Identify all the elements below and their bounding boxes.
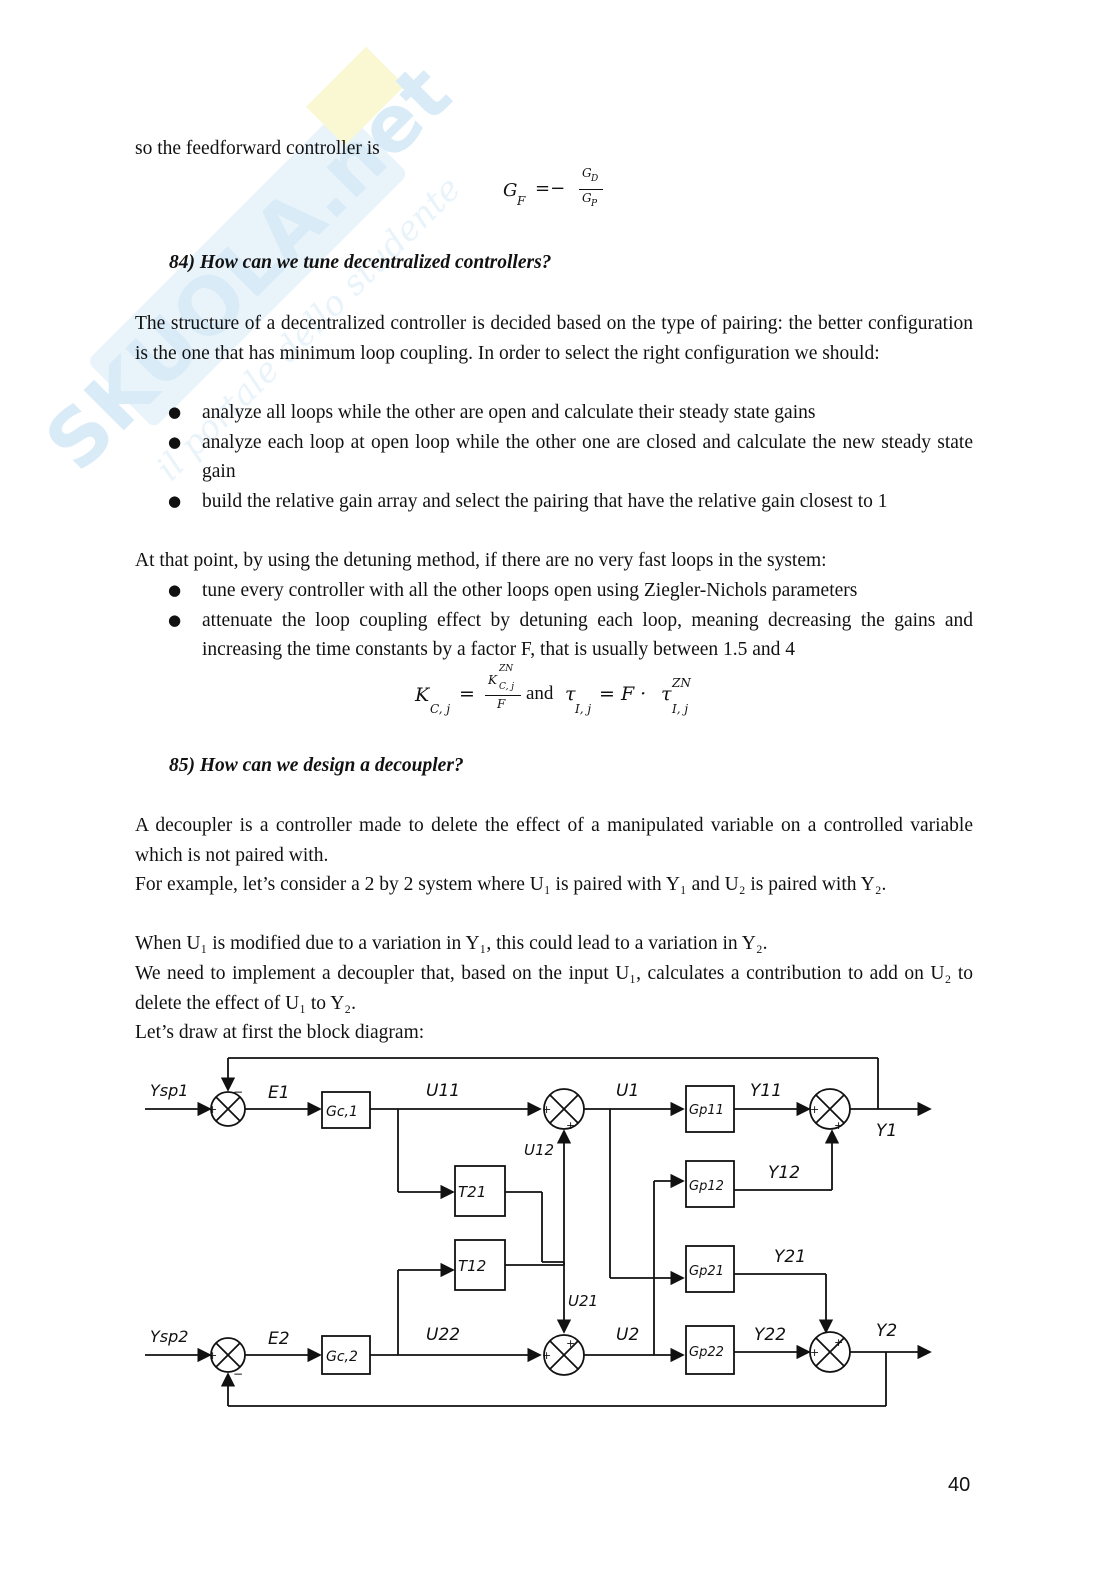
detuning-eq2: = F · xyxy=(599,683,647,705)
detuning-tau-sub: I, j xyxy=(575,702,592,716)
sign-minus: − xyxy=(233,1085,243,1099)
label-y1: Y1 xyxy=(876,1121,897,1141)
detuning-and: and xyxy=(526,683,554,704)
sign-plus: + xyxy=(542,1103,551,1116)
label-y12: Y12 xyxy=(768,1163,800,1183)
decoupler-block-diagram: Ysp1 Ysp2 E1 E2 Gc,1 Gc,2 T21 T12 Gp11 G… xyxy=(145,1057,932,1407)
label-u12: U12 xyxy=(524,1141,554,1159)
detuning-num: K xyxy=(488,673,497,687)
sign-plus: + xyxy=(208,1103,217,1116)
list-item: ●tune every controller with all the othe… xyxy=(168,580,858,601)
label-u1: U1 xyxy=(616,1081,639,1101)
q85-line-1: A decoupler is a controller made to dele… xyxy=(135,815,973,866)
formula-gf-den: G xyxy=(582,191,592,205)
list-item: ●build the relative gain array and selec… xyxy=(168,491,888,513)
list-item-text: analyze all loops while the other are op… xyxy=(202,402,816,423)
sign-plus: + xyxy=(542,1349,551,1362)
sign-minus: − xyxy=(233,1367,243,1381)
sign-plus: + xyxy=(566,1337,575,1350)
q84-bullet-list-1: ●analyze all loops while the other are o… xyxy=(135,398,973,517)
detuning-num-sup: ZN xyxy=(499,664,514,674)
label-u21: U21 xyxy=(568,1292,598,1310)
detuning-tau2-sup: ZN xyxy=(672,676,691,690)
label-u22: U22 xyxy=(426,1325,460,1345)
gc1-block xyxy=(321,1091,371,1129)
label-gc2: Gc,2 xyxy=(326,1349,358,1365)
label-y2: Y2 xyxy=(876,1321,897,1341)
q84-paragraph-1: The structure of a decentralized control… xyxy=(135,313,973,364)
list-item: ●analyze all loops while the other are o… xyxy=(168,402,816,423)
label-gp12: Gp12 xyxy=(689,1179,724,1194)
label-u11: U11 xyxy=(426,1081,460,1101)
label-u2: U2 xyxy=(616,1325,639,1345)
sign-plus: + xyxy=(208,1349,217,1362)
detuning-den: F xyxy=(497,697,506,711)
formula-gf-num: G xyxy=(582,166,592,180)
q85-line-2: For example, let’s consider a 2 by 2 sys… xyxy=(135,874,887,895)
label-t21: T21 xyxy=(458,1183,486,1201)
formula-gf-eq: =− xyxy=(535,178,566,199)
list-item: ●analyze each loop at open loop while th… xyxy=(168,431,973,483)
list-item-text: attenuate the loop coupling effect by de… xyxy=(202,609,973,661)
formula-gf-den-sub: P xyxy=(591,199,598,209)
sign-plus: + xyxy=(810,1103,819,1116)
formula-gf-lhs-sub: F xyxy=(517,194,526,208)
q85-line-3: When U₁ is modified due to a variation i… xyxy=(135,933,768,954)
detuning-tau: τ xyxy=(565,683,576,705)
label-y21: Y21 xyxy=(774,1247,806,1267)
label-ysp2: Ysp2 xyxy=(150,1327,188,1346)
q85-line-4: We need to implement a decoupler that, b… xyxy=(135,963,973,1014)
formula-gf-lhs: G xyxy=(503,180,518,201)
label-t12: T12 xyxy=(458,1257,486,1275)
label-y11: Y11 xyxy=(750,1081,782,1101)
sign-plus: + xyxy=(834,1119,843,1132)
sign-plus: + xyxy=(834,1336,843,1349)
list-item-text: build the relative gain array and select… xyxy=(202,491,888,513)
list-item-text: tune every controller with all the other… xyxy=(202,580,858,601)
label-e2: E2 xyxy=(268,1329,290,1349)
page-number: 40 xyxy=(948,1474,971,1496)
gp21-block xyxy=(685,1245,735,1293)
q84-bullet-list-2: ●tune every controller with all the othe… xyxy=(135,576,973,665)
sign-plus: + xyxy=(810,1346,819,1359)
list-item-text: analyze each loop at open loop while the… xyxy=(202,431,973,483)
list-item: ●attenuate the loop coupling effect by d… xyxy=(168,609,973,661)
detuning-k: K xyxy=(415,684,430,706)
detuning-num-sub: C, j xyxy=(499,682,515,692)
label-gc1: Gc,1 xyxy=(326,1104,358,1120)
label-e1: E1 xyxy=(268,1083,290,1103)
label-y22: Y22 xyxy=(754,1325,786,1345)
gp12-block xyxy=(685,1160,735,1208)
question-84-heading: 84) How can we tune decentralized contro… xyxy=(169,252,552,273)
detuning-tau2-sub: I, j xyxy=(672,702,689,716)
detuning-tau-2: τ xyxy=(661,683,672,705)
q84-paragraph-2: At that point, by using the detuning met… xyxy=(135,550,827,571)
detuning-formula: K C, j = K ZN C, j F and τ I, j = F · τ … xyxy=(415,664,691,716)
label-gp21: Gp21 xyxy=(689,1264,724,1279)
label-gp11: Gp11 xyxy=(689,1103,724,1118)
feedforward-formula: G F =− G D G P xyxy=(503,166,613,216)
sign-plus: + xyxy=(566,1119,575,1132)
label-gp22: Gp22 xyxy=(689,1345,724,1360)
formula-gf-num-sub: D xyxy=(591,174,599,184)
detuning-k-sub: C, j xyxy=(430,702,451,716)
t21-block xyxy=(454,1165,506,1217)
question-85-heading: 85) How can we design a decoupler? xyxy=(169,755,464,776)
gp22-block xyxy=(685,1325,735,1375)
label-ysp1: Ysp1 xyxy=(150,1081,188,1100)
q85-line-5: Let’s draw at first the block diagram: xyxy=(135,1022,425,1043)
intro-text: so the feedforward controller is xyxy=(135,138,380,159)
